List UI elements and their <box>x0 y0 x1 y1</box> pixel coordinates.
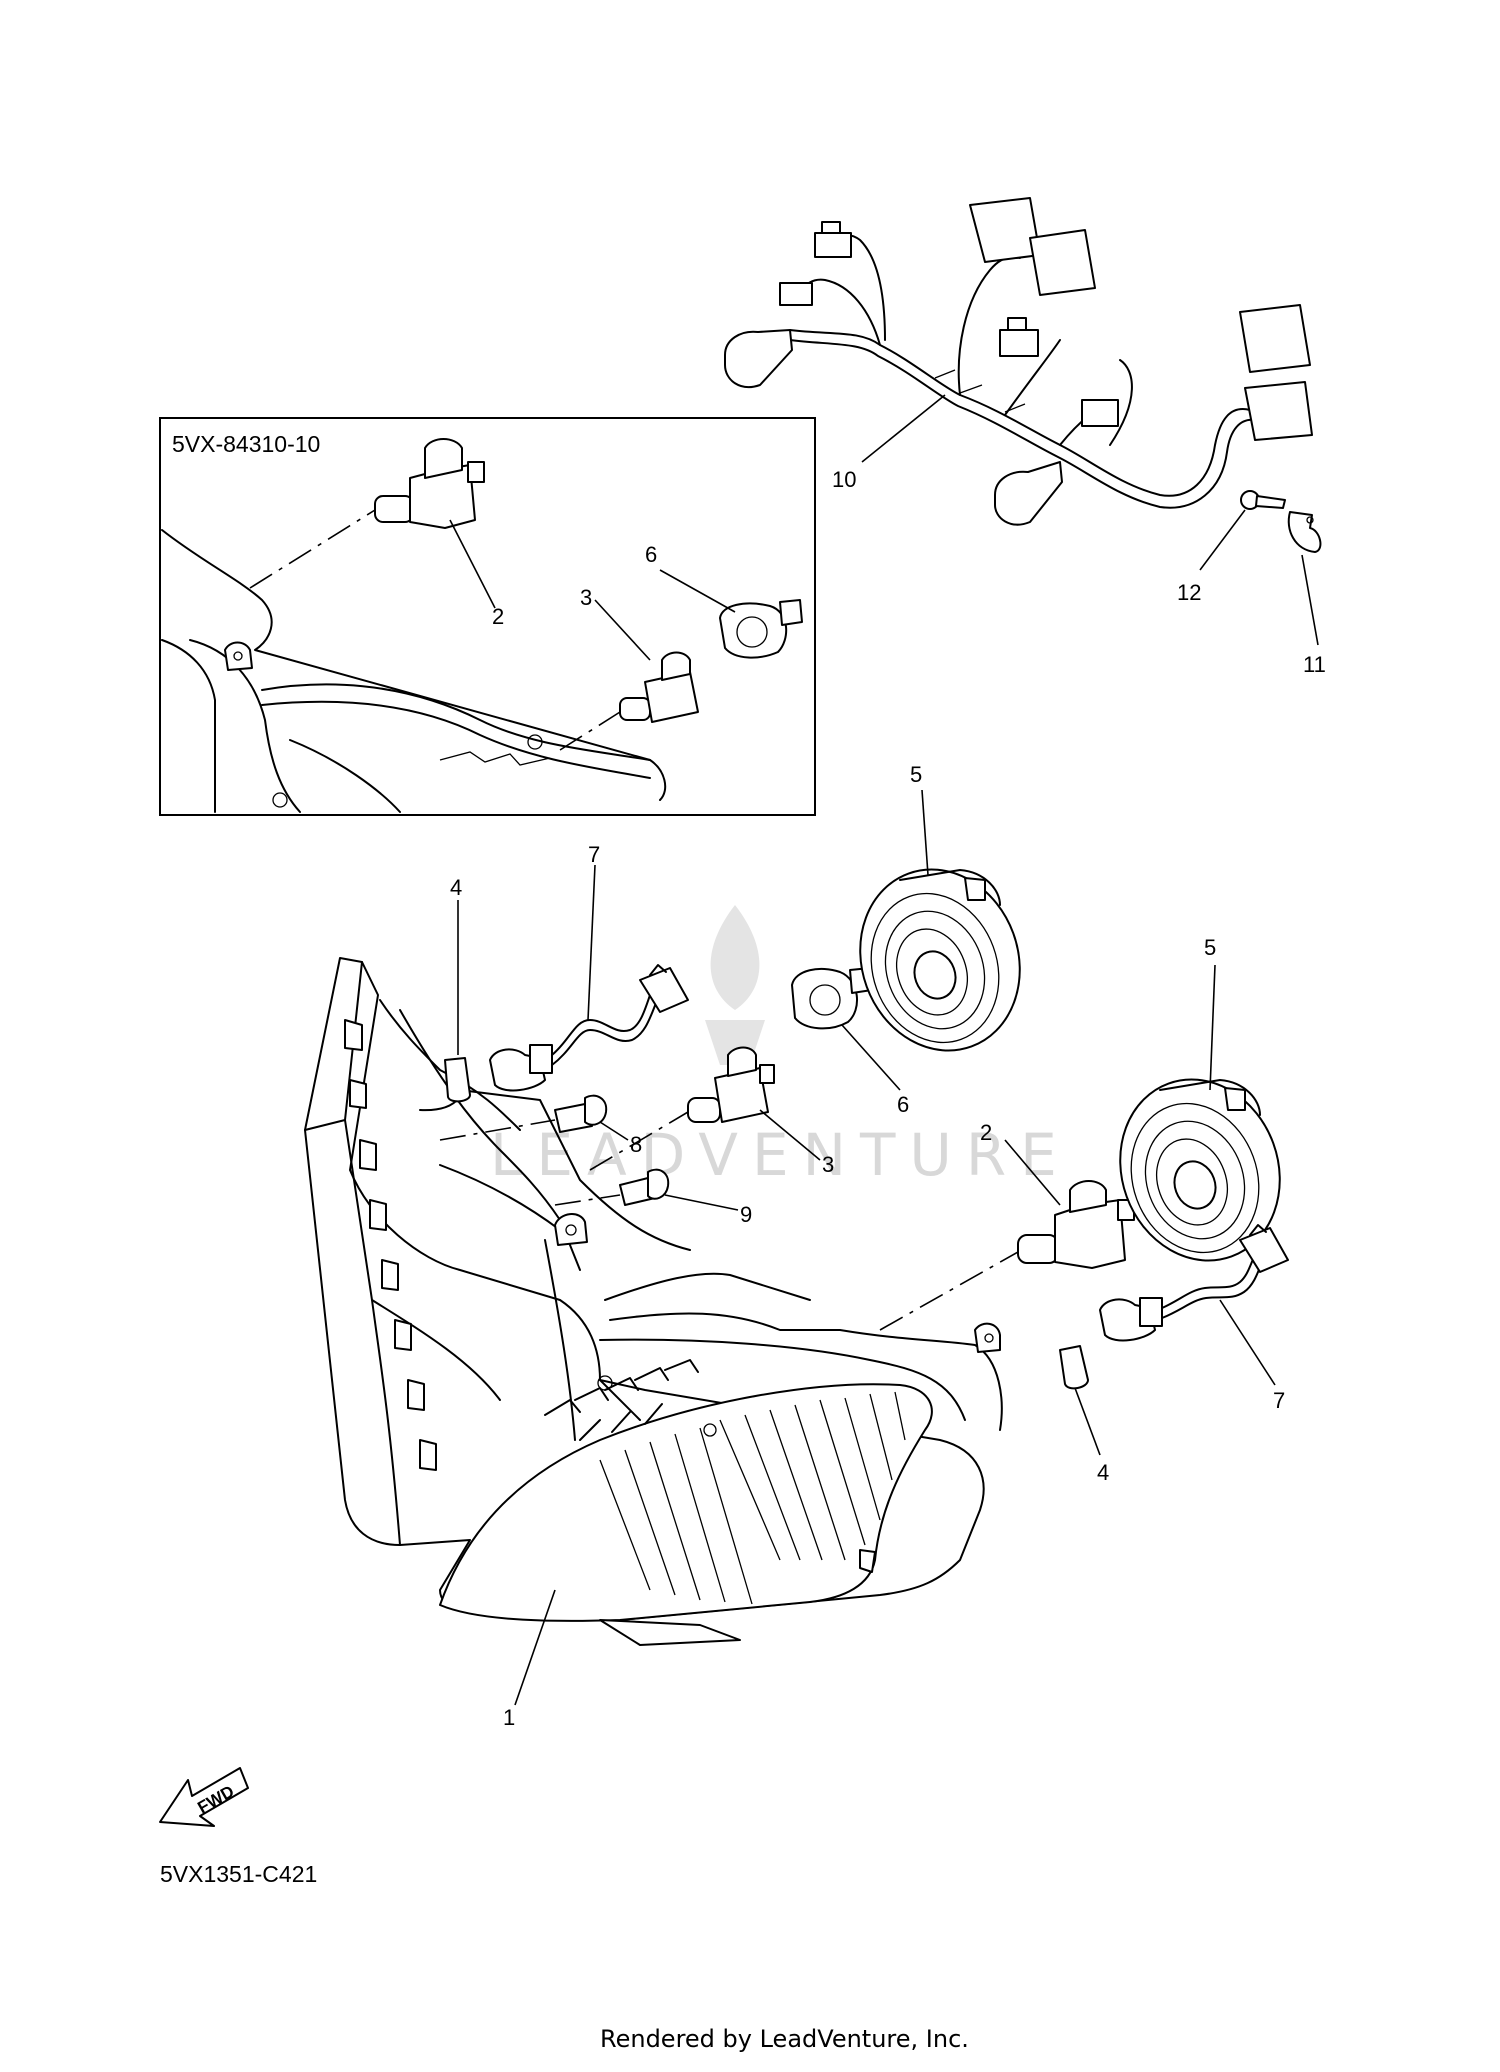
inset-box: 5VX-84310-10 <box>159 417 816 816</box>
position-bulb-lower <box>1059 1345 1089 1390</box>
callout-11: 11 <box>1303 652 1326 677</box>
leader-8 <box>599 1121 629 1141</box>
callout-3-inset: 3 <box>580 585 592 610</box>
callout-3-main: 3 <box>822 1152 834 1177</box>
callout-6-main: 6 <box>897 1092 909 1117</box>
leadventure-watermark: LEADVENTURE <box>490 905 1071 1189</box>
reflector-cover-upper <box>859 868 1021 1052</box>
callout-9: 9 <box>740 1202 752 1227</box>
leader-4-lower <box>1074 1387 1101 1456</box>
fwd-arrow-icon: FWD <box>159 1767 249 1827</box>
bulb-socket-lead-lower <box>1099 1224 1289 1342</box>
callout-12: 12 <box>1177 580 1201 605</box>
leader-7-upper <box>587 864 596 1021</box>
callout-6-inset: 6 <box>645 542 657 567</box>
leader-3-inset <box>594 599 651 661</box>
leader-6-inset <box>659 569 736 613</box>
callout-1: 1 <box>503 1705 515 1730</box>
headlight-bulb <box>1017 1180 1135 1269</box>
leader-2-inset <box>449 519 496 609</box>
leader-2-main <box>1004 1139 1061 1206</box>
callout-5-lower: 5 <box>1204 935 1216 960</box>
leader-12 <box>1199 509 1246 571</box>
leader-3-main <box>759 1109 821 1161</box>
axis-line-2 <box>879 1251 1019 1331</box>
callout-4-lower: 4 <box>1097 1460 1109 1485</box>
callout-8: 8 <box>630 1132 642 1157</box>
callout-7-lower: 7 <box>1273 1388 1285 1413</box>
axis-line-8 <box>439 1119 556 1141</box>
wire-harness <box>724 197 1313 526</box>
axis-line-3 <box>589 1111 689 1171</box>
leader-1 <box>514 1589 556 1706</box>
bulb-socket-lead-upper <box>489 964 689 1092</box>
leader-11 <box>1301 554 1319 646</box>
leader-5-upper <box>921 789 929 876</box>
headlight-assembly <box>304 957 1003 1646</box>
leader-5-lower <box>1209 964 1216 1091</box>
axis-line-9 <box>554 1194 621 1206</box>
callout-2-main: 2 <box>980 1120 992 1145</box>
leader-6-main <box>841 1024 901 1091</box>
screw-8 <box>554 1094 608 1133</box>
leader-7-lower <box>1219 1299 1276 1386</box>
leader-9 <box>664 1194 739 1211</box>
drawing-code: 5VX1351-C421 <box>160 1861 317 1887</box>
position-bulb-upper <box>444 1057 471 1103</box>
footer-credit: Rendered by LeadVenture, Inc. <box>600 2025 969 2053</box>
inset-part-number: 5VX-84310-10 <box>172 431 320 457</box>
callout-5-upper: 5 <box>910 762 922 787</box>
callout-10: 10 <box>832 467 856 492</box>
watermark-text: LEADVENTURE <box>490 1121 1071 1189</box>
callout-7-upper: 7 <box>588 842 600 867</box>
bulb-socket <box>791 967 873 1030</box>
callout-4-upper: 4 <box>450 875 462 900</box>
screw-9 <box>619 1168 670 1206</box>
screw-and-clamp <box>1240 490 1322 553</box>
callout-2-inset: 2 <box>492 604 504 629</box>
reflector-cover-lower <box>1119 1078 1281 1262</box>
leader-10 <box>861 394 946 463</box>
high-beam-bulb <box>687 1046 775 1123</box>
